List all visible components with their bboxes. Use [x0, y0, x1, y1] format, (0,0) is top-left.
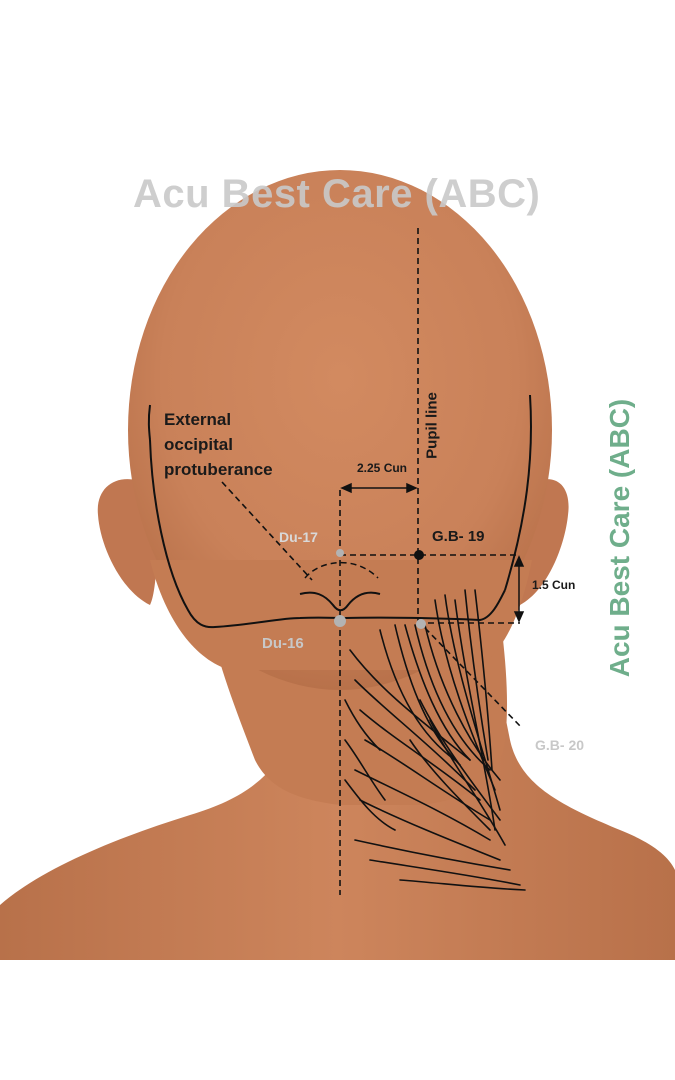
du16-label: Du-16	[262, 635, 304, 652]
neck-muscle-strokes	[344, 589, 526, 891]
watermark-side: Acu Best Care (ABC)	[604, 398, 635, 678]
du17-point	[336, 549, 344, 557]
shoulders	[0, 690, 675, 960]
distance-horizontal-label: 2.25 Cun	[357, 461, 408, 475]
right-head-contour	[504, 394, 532, 591]
eop-label-line2: occipital	[164, 435, 233, 454]
du16-point	[334, 615, 346, 627]
gb20-point	[416, 619, 426, 629]
eop-label-line3: protuberance	[164, 460, 273, 479]
protuberance-arc	[304, 561, 379, 579]
gb20-leader-line	[424, 627, 523, 729]
occiput	[150, 560, 532, 670]
gb20-label: G.B- 20	[535, 737, 585, 753]
distance-arrow-horizontal	[340, 482, 418, 494]
eop-label: External occipital protuberance	[164, 407, 273, 482]
watermark-top: Acu Best Care (ABC)	[133, 172, 541, 216]
eop-leader-line	[221, 481, 313, 581]
gb19-point	[414, 550, 424, 560]
distance-vertical-label: 1.5 Cun	[532, 578, 576, 592]
gb19-label: G.B- 19	[432, 528, 485, 545]
hairline-curve	[149, 439, 506, 629]
pupil-line-label: Pupil line	[423, 392, 441, 459]
left-head-contour	[147, 404, 151, 441]
eop-label-line1: External	[164, 410, 232, 429]
distance-arrow-vertical	[513, 555, 525, 623]
du17-label: Du-17	[279, 529, 318, 545]
